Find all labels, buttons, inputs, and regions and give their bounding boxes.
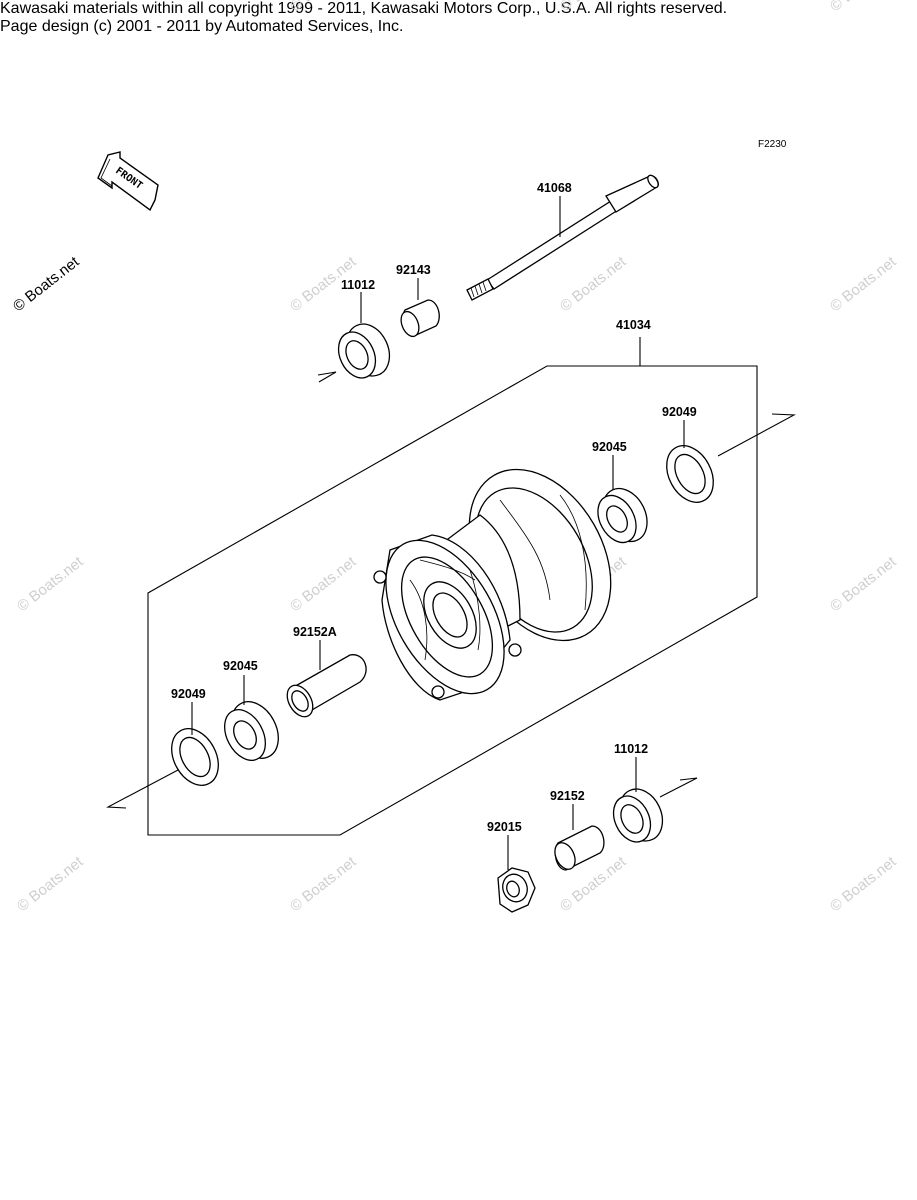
watermark-layer: © Boats.net © Boats.net © Boats.net © Bo… xyxy=(14,0,900,915)
watermark-text: © Boats.net xyxy=(557,253,630,315)
collar-part-92143 xyxy=(400,278,440,338)
part-label[interactable]: 92152A xyxy=(293,625,337,639)
seal-part-92049-right xyxy=(666,413,797,503)
axle-part xyxy=(466,174,659,301)
collar-part-92152 xyxy=(554,804,605,871)
part-label[interactable]: 92049 xyxy=(171,687,206,701)
watermark-text: © Boats.net xyxy=(287,0,360,15)
part-labels: 41068 92143 11012 41034 92049 92045 9215… xyxy=(171,181,697,834)
watermark-text: © Boats.net xyxy=(287,853,360,915)
part-label[interactable]: 92049 xyxy=(662,405,697,419)
watermark-text: © Boats.net xyxy=(827,253,900,315)
bearing-part-11012-upper xyxy=(317,292,391,383)
part-label[interactable]: 41034 xyxy=(616,318,651,332)
part-label[interactable]: 92045 xyxy=(592,440,627,454)
bearing-part-92045-right xyxy=(597,455,648,544)
page-design-line: Page design (c) 2001 - 2011 by Automated… xyxy=(0,18,404,35)
watermark-text: © Boats.net xyxy=(827,553,900,615)
hub-assembly-bracket xyxy=(147,337,758,836)
part-label[interactable]: 41068 xyxy=(537,181,572,195)
part-label[interactable]: 11012 xyxy=(614,742,648,756)
copyright-line: Kawasaki materials within all copyright … xyxy=(0,0,728,17)
bearing-part-11012-lower xyxy=(612,757,698,843)
bearing-part-92045-left xyxy=(224,675,279,761)
part-label[interactable]: 92045 xyxy=(223,659,258,673)
figure-code: F2230 xyxy=(758,139,787,150)
watermark-text: © Boats.net xyxy=(827,853,900,915)
part-label[interactable]: 92143 xyxy=(396,263,431,277)
watermark-text: © Boats.net xyxy=(287,553,360,615)
front-arrow-icon: FRONT xyxy=(97,151,159,212)
part-label[interactable]: 92015 xyxy=(487,820,522,834)
watermark-text: © Boats.net xyxy=(557,0,630,15)
part-label[interactable]: 11012 xyxy=(341,278,375,292)
hub-body xyxy=(373,468,612,701)
watermark-text: © Boats.net xyxy=(14,553,87,615)
collar-part-92152A xyxy=(286,640,367,718)
part-label[interactable]: 92152 xyxy=(550,789,585,803)
watermark-text: © Boats.net xyxy=(14,853,87,915)
watermark-main: © Boats.net xyxy=(10,253,83,315)
nut-part-92015 xyxy=(497,835,536,913)
watermark-text: © Boats.net xyxy=(827,0,900,15)
seal-part-92049-left xyxy=(105,702,219,809)
